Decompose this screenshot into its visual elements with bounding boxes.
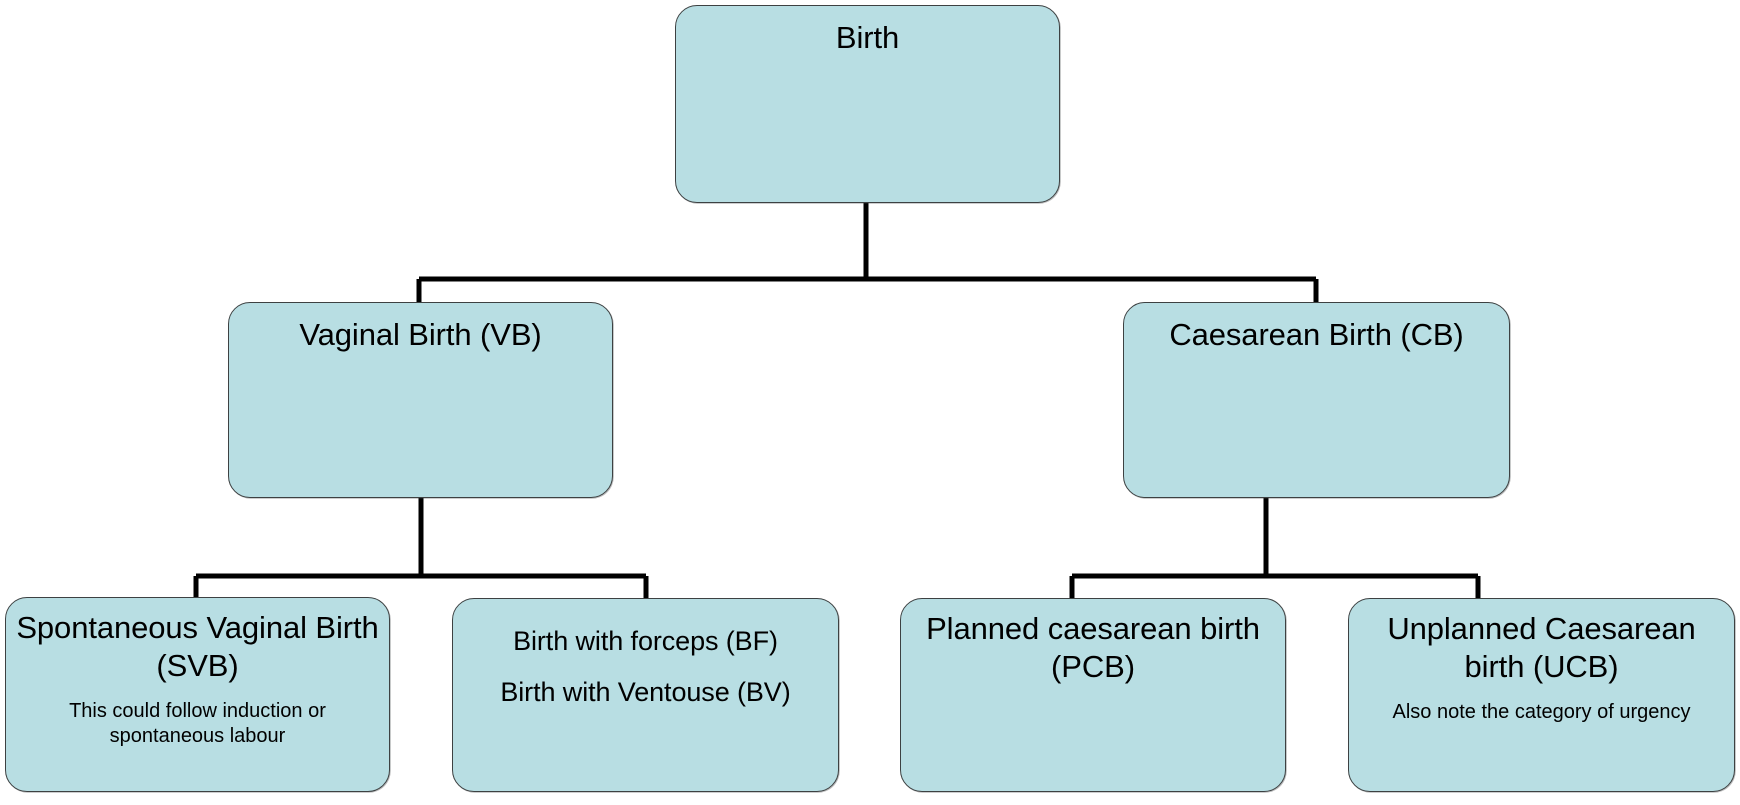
node-spontaneous-vaginal-birth[interactable]: Spontaneous Vaginal Birth (SVB) This cou…	[5, 597, 390, 792]
node-spontaneous-vaginal-birth-note: This could follow induction or spontaneo…	[69, 699, 326, 748]
node-instrumental-birth[interactable]: Birth with forceps (BF) Birth with Vento…	[452, 598, 839, 792]
node-vaginal-birth-label: Vaginal Birth (VB)	[299, 317, 542, 352]
node-spontaneous-vaginal-birth-label: Spontaneous Vaginal Birth (SVB)	[16, 610, 379, 683]
node-vaginal-birth[interactable]: Vaginal Birth (VB)	[228, 302, 613, 498]
node-instrumental-birth-label-ventouse: Birth with Ventouse (BV)	[500, 676, 791, 707]
node-planned-caesarean-birth-label: Planned caesarean birth (PCB)	[926, 611, 1260, 684]
node-birth[interactable]: Birth	[675, 5, 1060, 203]
node-planned-caesarean-birth[interactable]: Planned caesarean birth (PCB)	[900, 598, 1286, 792]
node-caesarean-birth-label: Caesarean Birth (CB)	[1169, 317, 1464, 352]
node-unplanned-caesarean-birth-note: Also note the category of urgency	[1392, 700, 1691, 723]
node-unplanned-caesarean-birth-label: Unplanned Caesarean birth (UCB)	[1387, 611, 1696, 684]
node-unplanned-caesarean-birth[interactable]: Unplanned Caesarean birth (UCB) Also not…	[1348, 598, 1735, 792]
node-caesarean-birth[interactable]: Caesarean Birth (CB)	[1123, 302, 1510, 498]
node-birth-label: Birth	[835, 20, 900, 55]
node-instrumental-birth-label-forceps: Birth with forceps (BF)	[513, 626, 778, 656]
